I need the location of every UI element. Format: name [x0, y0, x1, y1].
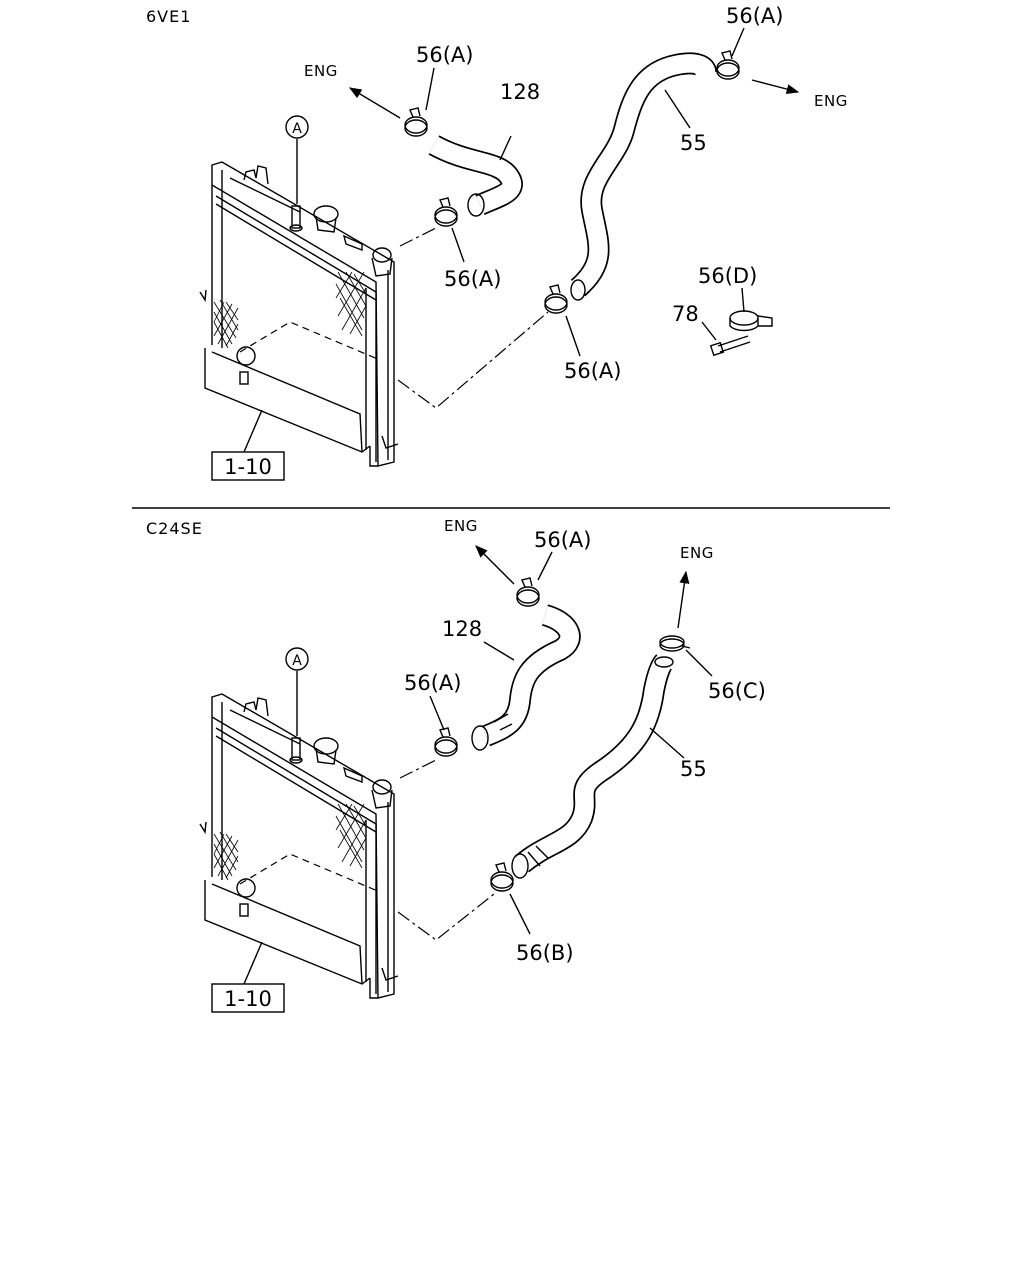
eng-arrow-right	[751, 79, 800, 95]
clamp-top-left-label: 56(A)	[416, 43, 473, 67]
bolt	[701, 321, 751, 357]
eng-arrow-up	[677, 570, 690, 629]
clamp-top	[516, 577, 540, 607]
eng-arrow-left	[475, 545, 515, 585]
clamp-upper-label: 56(A)	[404, 671, 461, 695]
ref-box-label: 1-10	[224, 455, 272, 479]
connection-line	[397, 893, 495, 941]
lower-hose-label: 55	[680, 757, 707, 781]
upper-hose-label: 128	[442, 617, 482, 641]
connection-line	[399, 759, 437, 779]
eng-label-up: ENG	[680, 544, 714, 562]
eng-arrow-left	[348, 87, 401, 119]
clamp-lower-mid	[544, 284, 568, 314]
clamp-top-label: 56(A)	[534, 528, 591, 552]
engine-code-label: 6VE1	[146, 7, 191, 26]
upper-hose	[471, 604, 581, 751]
marker-a-label: A	[292, 121, 302, 137]
clamp-b-label: 56(B)	[516, 941, 574, 965]
clamp-c-label: 56(C)	[708, 679, 766, 703]
clamp-d-label: 56(D)	[698, 264, 757, 288]
ref-box-label: 1-10	[224, 987, 272, 1011]
clamp-top-right	[716, 50, 740, 80]
clamp-upper	[434, 727, 458, 757]
lower-hose	[511, 654, 685, 879]
lower-hose	[570, 52, 717, 301]
clamp-top-left	[404, 107, 428, 137]
lower-hose-label: 55	[680, 131, 707, 155]
connection-line	[397, 311, 549, 409]
clamp-upper-mid	[434, 197, 458, 227]
clamp-upper-mid-label: 56(A)	[444, 267, 501, 291]
bolt-label: 78	[672, 302, 699, 326]
clamp-lower-mid-label: 56(A)	[564, 359, 621, 383]
marker-a-label: A	[292, 653, 302, 669]
upper-hose-label: 128	[500, 80, 540, 104]
upper-hose	[428, 135, 523, 217]
eng-label-left: ENG	[304, 62, 338, 80]
clamp-b	[490, 862, 514, 892]
engine-code-label: C24SE	[146, 519, 203, 538]
radiator	[199, 647, 399, 1013]
radiator	[199, 115, 399, 481]
clamp-d	[729, 287, 773, 332]
clamp-top-right-label: 56(A)	[726, 4, 783, 28]
eng-label-left: ENG	[444, 517, 478, 535]
clamp-c	[659, 635, 691, 652]
connection-line	[399, 227, 437, 247]
section-6ve1: 6VE1 1-10 A 128 55 56(A) 56(A) 56(A)	[146, 4, 848, 481]
section-c24se: C24SE 1-10 A 128 55 56(A)	[146, 517, 766, 1013]
eng-label-right: ENG	[814, 92, 848, 110]
